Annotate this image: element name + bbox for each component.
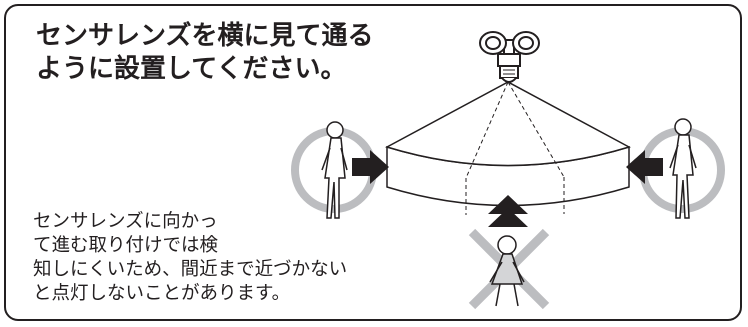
- note-line: センサレンズに向かっ: [33, 211, 218, 232]
- arrow-up-icon: [488, 195, 528, 227]
- note-line: と点灯しないことがあります。: [33, 283, 291, 304]
- note-line: 知しにくいため、間近まで近づかない: [33, 259, 348, 280]
- detection-zone: [385, 81, 631, 215]
- heading-line: ように設置してください。: [36, 54, 347, 84]
- walker-left-figure: [321, 121, 348, 219]
- installation-heading: センサレンズを横に見て通る ように設置してください。: [36, 20, 373, 86]
- note-line: て進む取り付けでは検: [33, 235, 219, 256]
- instruction-panel: センサレンズを横に見て通る ように設置してください。 センサレンズに向かっ て進…: [4, 4, 742, 321]
- arrow-left-icon: [626, 150, 663, 184]
- detection-note: センサレンズに向かっ て進む取り付けでは検 知しにくいため、間近まで近づかない …: [33, 210, 347, 306]
- arrow-right-icon: [352, 150, 389, 184]
- walker-right-figure: [669, 118, 697, 219]
- heading-line: センサレンズを横に見て通る: [36, 21, 374, 51]
- sensor-light-icon: [479, 31, 540, 83]
- walker-front-figure: [489, 235, 525, 307]
